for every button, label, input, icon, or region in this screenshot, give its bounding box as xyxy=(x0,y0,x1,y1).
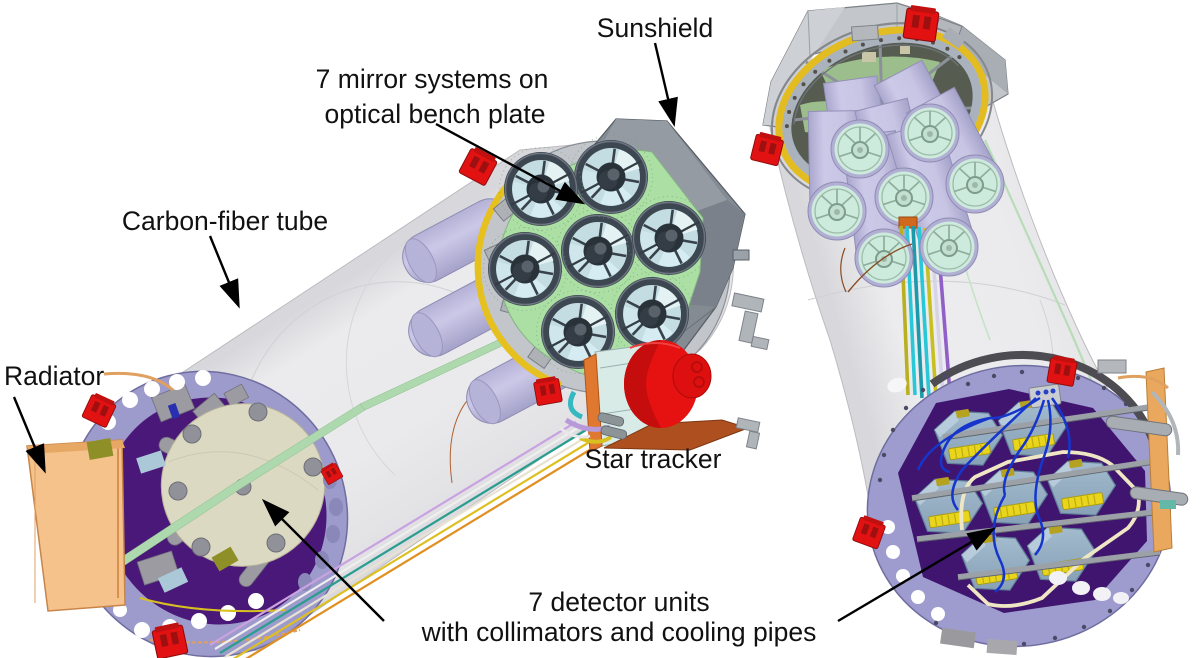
svg-text:7 mirror systems on: 7 mirror systems on xyxy=(316,64,549,94)
svg-text:Radiator: Radiator xyxy=(4,361,104,391)
svg-text:Carbon-fiber tube: Carbon-fiber tube xyxy=(122,206,328,236)
svg-text:optical bench plate: optical bench plate xyxy=(325,99,546,129)
svg-text:Sunshield: Sunshield xyxy=(597,13,713,43)
svg-text:7 detector units: 7 detector units xyxy=(528,587,709,617)
svg-text:Star tracker: Star tracker xyxy=(585,444,722,474)
svg-text:with collimators and cooling p: with collimators and cooling pipes xyxy=(421,617,817,647)
